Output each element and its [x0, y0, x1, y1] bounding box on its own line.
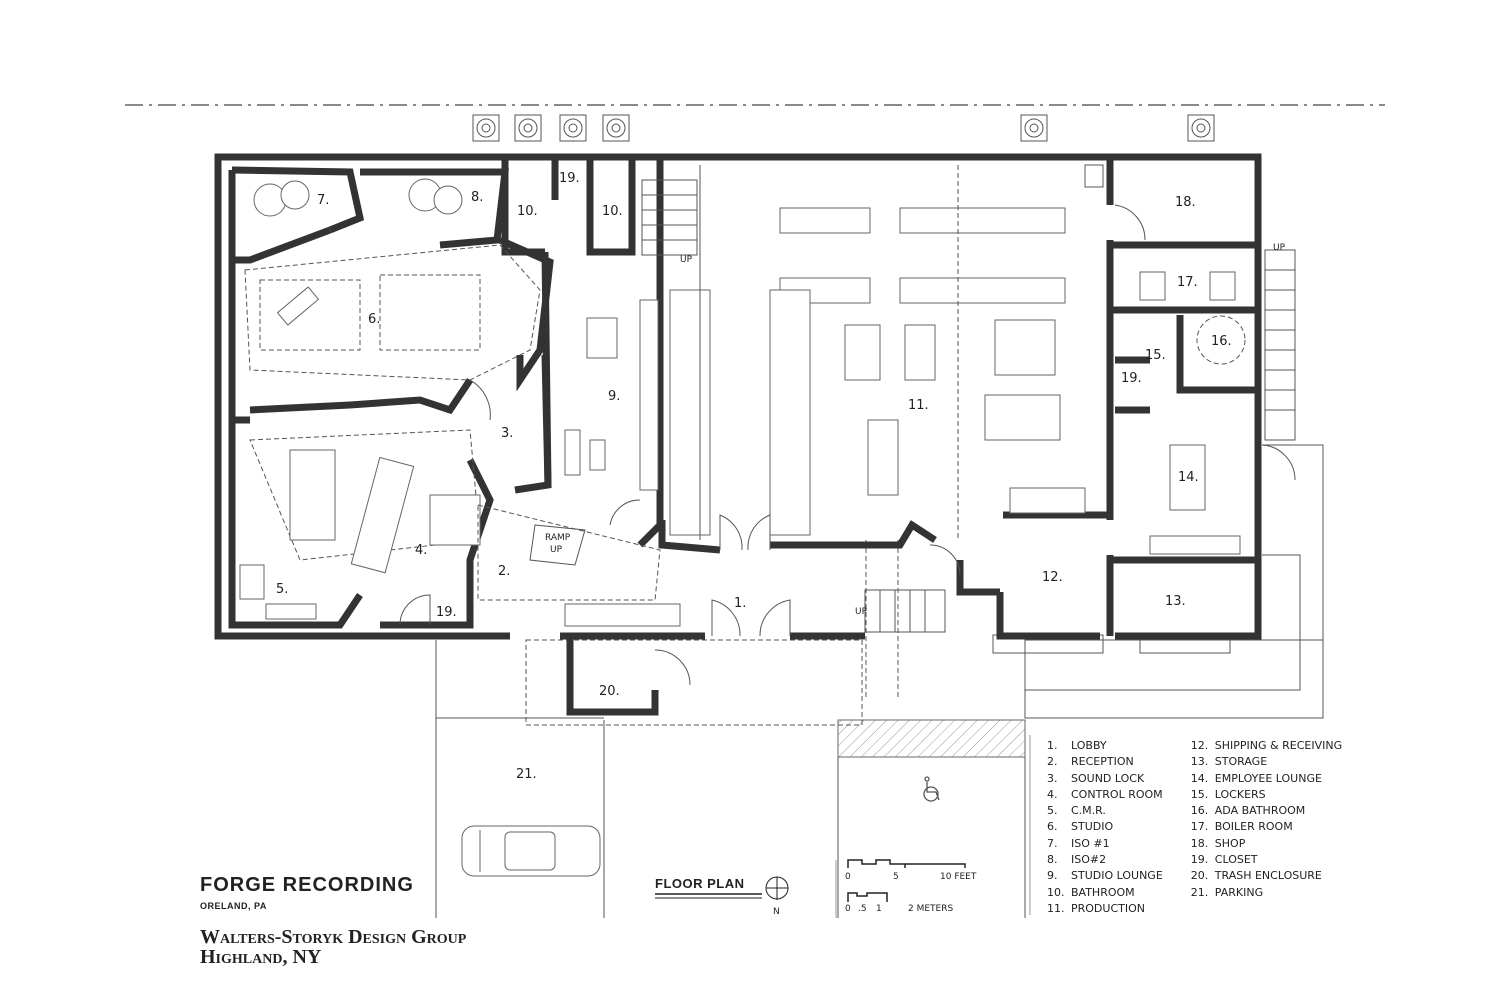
legend-item: 1.LOBBY: [1047, 739, 1107, 752]
room-label-parking: 21.: [516, 767, 537, 782]
room-label-boiler-room: 17.: [1177, 275, 1198, 290]
room-label-reception: 2.: [498, 564, 510, 579]
ramp: [529, 524, 586, 566]
legend-column-1: 1.LOBBY 2.RECEPTION 3.SOUND LOCK 4.CONTR…: [1047, 738, 1163, 917]
stair-up-label: UP: [1273, 243, 1286, 253]
room-label-trash-enclosure: 20.: [599, 684, 620, 699]
scale-m-0: 0: [845, 904, 851, 914]
room-label-control-room: 4.: [415, 543, 427, 558]
legend-item: 11.PRODUCTION: [1047, 901, 1145, 915]
scale-m-1: 1: [876, 904, 882, 914]
interior-walls: [228, 160, 1258, 636]
legend-item: 3.SOUND LOCK: [1047, 771, 1145, 785]
scale-bar: [835, 859, 966, 918]
legend-item: 7.ISO #1: [1047, 836, 1110, 850]
project-title: FORGE RECORDING: [200, 874, 414, 896]
room-label-shop: 18.: [1175, 195, 1196, 210]
legend-item: 9.STUDIO LOUNGE: [1047, 869, 1163, 883]
legend-item: 6.STUDIO: [1047, 820, 1114, 834]
furniture: [239, 164, 1246, 627]
room-label-ada-bathroom: 16.: [1211, 334, 1232, 349]
legend-item: 19.CLOSET: [1190, 853, 1258, 867]
car-icon: [461, 825, 601, 877]
project-location: ORELAND, PA: [200, 901, 267, 911]
firm-block: Walters-Storyk Design Group Highland, NY: [200, 927, 466, 967]
room-label-studio-lounge: 9.: [608, 389, 620, 404]
legend-item: 5.C.M.R.: [1047, 804, 1106, 818]
scale-m-half: .5: [858, 904, 867, 914]
legend-item: 2.RECEPTION: [1047, 755, 1134, 769]
room-legend: 1.LOBBY 2.RECEPTION 3.SOUND LOCK 4.CONTR…: [1047, 738, 1342, 917]
legend-item: 12.SHIPPING & RECEIVING: [1190, 739, 1343, 752]
legend-item: 10.BATHROOM: [1047, 885, 1135, 899]
firm-location: Highland, NY: [200, 946, 322, 968]
room-label-shipping: 12.: [1042, 570, 1063, 585]
legend-item: 14.EMPLOYEE LOUNGE: [1190, 771, 1322, 785]
room-label-closet-2: 19.: [1121, 371, 1142, 386]
scale-feet-10: 10 FEET: [940, 872, 977, 882]
legend-item: 17.BOILER ROOM: [1190, 820, 1293, 834]
exterior-walls: [214, 153, 1262, 716]
room-label-production: 11.: [908, 398, 929, 413]
room-label-lobby: 1.: [734, 596, 746, 611]
legend-item: 20.TRASH ENCLOSURE: [1190, 869, 1322, 883]
ramp-up-label: UP: [550, 545, 563, 555]
room-label-cmr: 5.: [276, 582, 288, 597]
legend-item: 4.CONTROL ROOM: [1047, 787, 1163, 801]
reception-area-outline: [477, 504, 661, 601]
accessible-parking-icon: [923, 776, 940, 802]
room-label-closet-1: 19.: [559, 171, 580, 186]
legend-item: 16.ADA BATHROOM: [1190, 804, 1306, 818]
north-arrow-icon: [655, 876, 789, 900]
room-label-studio: 6.: [368, 312, 380, 327]
stair-up-label: UP: [680, 255, 693, 265]
legend-item: 13.STORAGE: [1190, 755, 1268, 769]
room-label-closet-3: 19.: [436, 605, 457, 620]
legend-item: 21.PARKING: [1190, 885, 1264, 899]
room-label-iso1: 7.: [317, 193, 329, 208]
room-label-storage: 13.: [1165, 594, 1186, 609]
stairs: [641, 179, 1296, 633]
north-label: N: [773, 907, 780, 917]
ramp-label: RAMP: [545, 533, 571, 543]
room-label-bathroom-1: 10.: [517, 204, 538, 219]
legend-item: 15.LOCKERS: [1190, 787, 1266, 801]
legend-column-2: 12.SHIPPING & RECEIVING 13.STORAGE 14.EM…: [1191, 738, 1342, 917]
drawing-title: FLOOR PLAN: [655, 876, 745, 891]
room-label-iso2: 8.: [471, 190, 483, 205]
room-label-bathroom-2: 10.: [602, 204, 623, 219]
room-label-sound-lock: 3.: [501, 426, 513, 441]
scale-feet-5: 5: [893, 872, 899, 882]
room-label-lockers: 15.: [1145, 348, 1166, 363]
room-labels: 1. 2. 3. 4. 5. 6. 7. 8. 9. 10. 10. 11. 1…: [276, 171, 1286, 782]
room-label-employee-lounge: 14.: [1178, 470, 1199, 485]
doors: [399, 204, 1296, 686]
scale-m-2: 2 METERS: [908, 904, 953, 914]
canopy-outline: [525, 639, 863, 726]
firm-name: Walters-Storyk Design Group: [200, 926, 467, 948]
stair-up-label: UP: [855, 607, 868, 617]
hatched-curb: [837, 719, 1026, 758]
rooftop-units: [472, 114, 1215, 142]
legend-item: 8.ISO#2: [1047, 853, 1107, 867]
legend-item: 18.SHOP: [1190, 836, 1246, 850]
scale-feet-0: 0: [845, 872, 851, 882]
